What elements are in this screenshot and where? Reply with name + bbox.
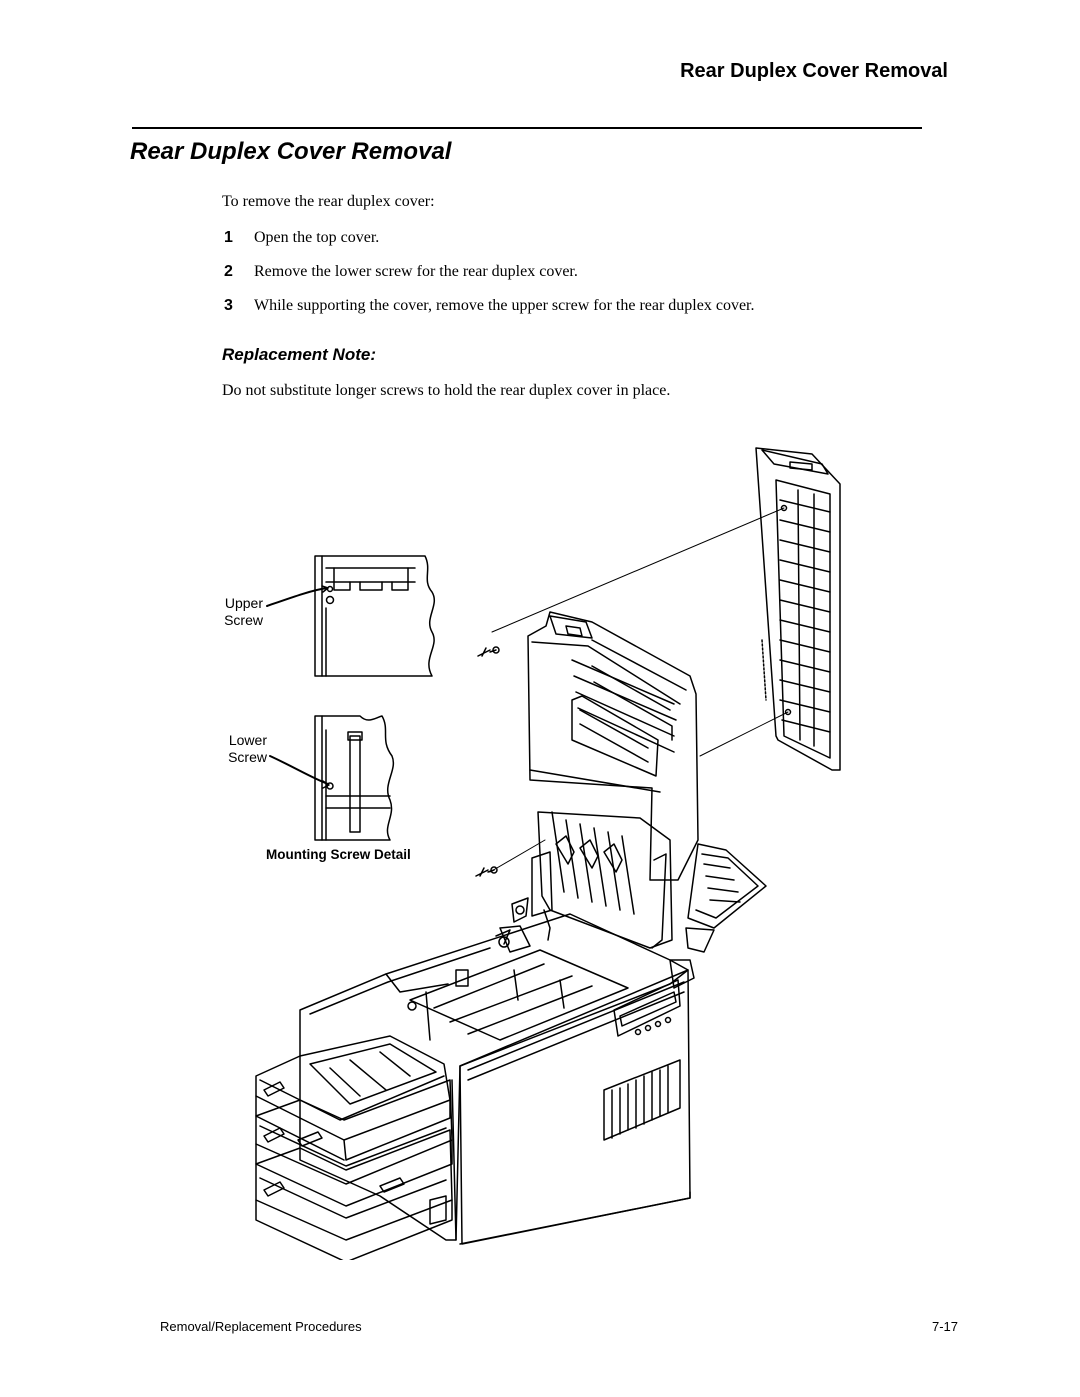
screw-icon xyxy=(477,646,500,657)
printer-body xyxy=(299,913,695,1245)
running-header: Rear Duplex Cover Removal xyxy=(680,60,948,82)
upper-screw-label: Upper Screw xyxy=(208,595,263,629)
upper-screw-label-line2: Screw xyxy=(224,612,263,628)
intro-text: To remove the rear duplex cover: xyxy=(222,193,435,210)
replacement-note-heading: Replacement Note: xyxy=(222,345,376,364)
printer-interior xyxy=(511,811,673,949)
paper-tray-3 xyxy=(255,1129,453,1260)
lower-screw-label-line1: Lower xyxy=(228,732,267,748)
replacement-note-text: Do not substitute longer screws to hold … xyxy=(222,382,671,399)
rear-duplex-cover xyxy=(755,447,841,771)
upper-screw-label-line1: Upper xyxy=(224,595,263,611)
paper-tray-2 xyxy=(255,1079,453,1207)
step-text: While supporting the cover, remove the u… xyxy=(254,297,755,314)
figure-caption: Mounting Screw Detail xyxy=(266,847,411,862)
printer-top-cover xyxy=(527,611,699,881)
step-number: 1 xyxy=(224,229,233,246)
step-number: 3 xyxy=(224,297,233,314)
printer-illustration: Upper Screw Lower Screw Mounting Screw D… xyxy=(200,440,970,1260)
paper-tray-1 xyxy=(255,1035,451,1161)
lower-screw-detail xyxy=(314,715,395,841)
step-text: Remove the lower screw for the rear dupl… xyxy=(254,263,578,280)
step-number: 2 xyxy=(224,263,233,280)
step-text: Open the top cover. xyxy=(254,229,380,246)
footer-section-name: Removal/Replacement Procedures xyxy=(160,1319,362,1334)
lower-screw-label: Lower Screw xyxy=(210,732,267,766)
header-rule xyxy=(132,127,922,129)
upper-screw-detail xyxy=(314,555,435,677)
screw-icon xyxy=(475,866,498,877)
printer-drawing xyxy=(255,447,841,1260)
page-title: Rear Duplex Cover Removal xyxy=(130,138,452,165)
lower-screw-label-line2: Screw xyxy=(228,749,267,765)
output-tray xyxy=(685,843,767,953)
footer-page-number: 7-17 xyxy=(931,1319,958,1334)
